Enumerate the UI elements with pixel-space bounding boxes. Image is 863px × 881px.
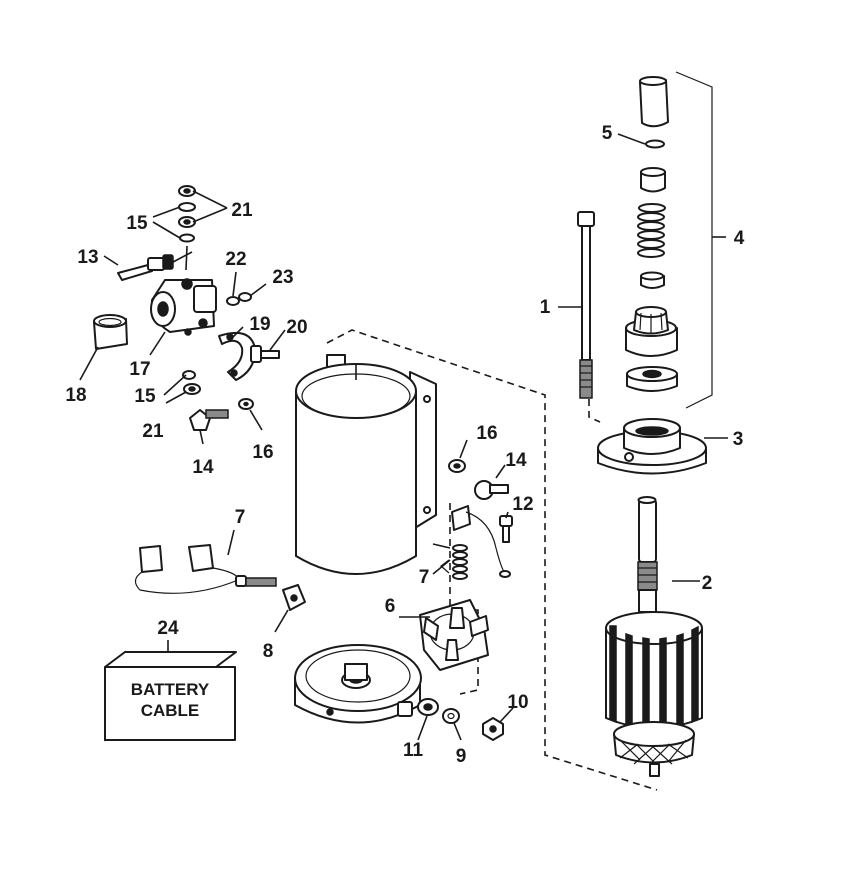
strap-19 — [218, 332, 257, 381]
callout-21-lower: 21 — [142, 421, 164, 442]
callout-6: 6 — [385, 596, 396, 617]
bolt-14-left — [189, 409, 229, 431]
callout-10: 10 — [507, 692, 528, 713]
callout-21-upper: 21 — [231, 200, 253, 221]
callout-19: 19 — [249, 314, 270, 335]
terminal-8 — [282, 584, 306, 611]
washer-16-right — [448, 459, 466, 473]
callout-7-lower: 7 — [419, 567, 430, 588]
callout-3: 3 — [733, 429, 744, 450]
callout-5: 5 — [602, 123, 613, 144]
callout-1: 1 — [540, 297, 551, 318]
drive-cap — [639, 76, 669, 128]
ring-18 — [93, 314, 128, 350]
callout-20: 20 — [286, 317, 307, 338]
nut-10 — [482, 717, 504, 741]
callout-8: 8 — [263, 641, 274, 662]
callout-13: 13 — [77, 247, 98, 268]
drive-hub — [626, 366, 678, 392]
brush-plate — [419, 599, 489, 671]
washer-9 — [442, 708, 460, 724]
stud-13 — [117, 251, 193, 281]
spring-washer — [640, 271, 665, 289]
assembly-guide-lines — [326, 71, 726, 791]
callout-9: 9 — [456, 746, 467, 767]
callout-16-right: 16 — [476, 423, 497, 444]
screw-12 — [499, 515, 513, 543]
callout-numbers: 1 2 3 4 5 6 7 7 8 9 10 11 12 13 14 14 15… — [65, 123, 744, 767]
callout-7-upper: 7 — [235, 507, 246, 528]
drive-collar — [640, 167, 666, 193]
callout-16-left: 16 — [252, 442, 273, 463]
callout-15-upper: 15 — [126, 213, 148, 234]
callout-14-right: 14 — [505, 450, 527, 471]
washer-11 — [417, 698, 439, 716]
callout-15-lower: 15 — [134, 386, 156, 407]
nuts-washers-top — [178, 185, 196, 271]
battery-cable-box: BATTERY CABLE — [104, 650, 237, 742]
brush-holder-items-7 — [440, 505, 511, 580]
solenoid — [150, 278, 217, 336]
callout-11: 11 — [403, 740, 424, 761]
leader-lines — [79, 133, 728, 741]
callout-17: 17 — [129, 359, 150, 380]
callout-2: 2 — [702, 573, 713, 594]
drive-spring — [637, 203, 666, 258]
brushes-lead-7 — [134, 544, 277, 594]
commutator-end-cap — [294, 644, 422, 724]
starter-frame — [295, 354, 437, 575]
bolt-14-right — [474, 480, 509, 500]
battery-cable-line1: BATTERY — [131, 680, 210, 699]
drive-end-cap — [597, 418, 707, 475]
through-bolt — [577, 211, 595, 399]
washer-16-left — [238, 398, 254, 410]
nuts-15-21-lower — [182, 370, 201, 395]
armature — [605, 496, 703, 777]
callout-4: 4 — [734, 228, 745, 249]
callout-14-left: 14 — [192, 457, 214, 478]
small-nut-22 — [226, 292, 252, 306]
retaining-ring — [645, 139, 665, 149]
screw-20 — [250, 345, 280, 363]
callout-22: 22 — [225, 249, 246, 270]
battery-cable-line2: CABLE — [141, 701, 200, 720]
callout-12: 12 — [512, 494, 533, 515]
callout-18: 18 — [65, 385, 86, 406]
callout-23: 23 — [272, 267, 293, 288]
pinion-gear — [625, 306, 678, 357]
callout-24: 24 — [157, 618, 179, 639]
